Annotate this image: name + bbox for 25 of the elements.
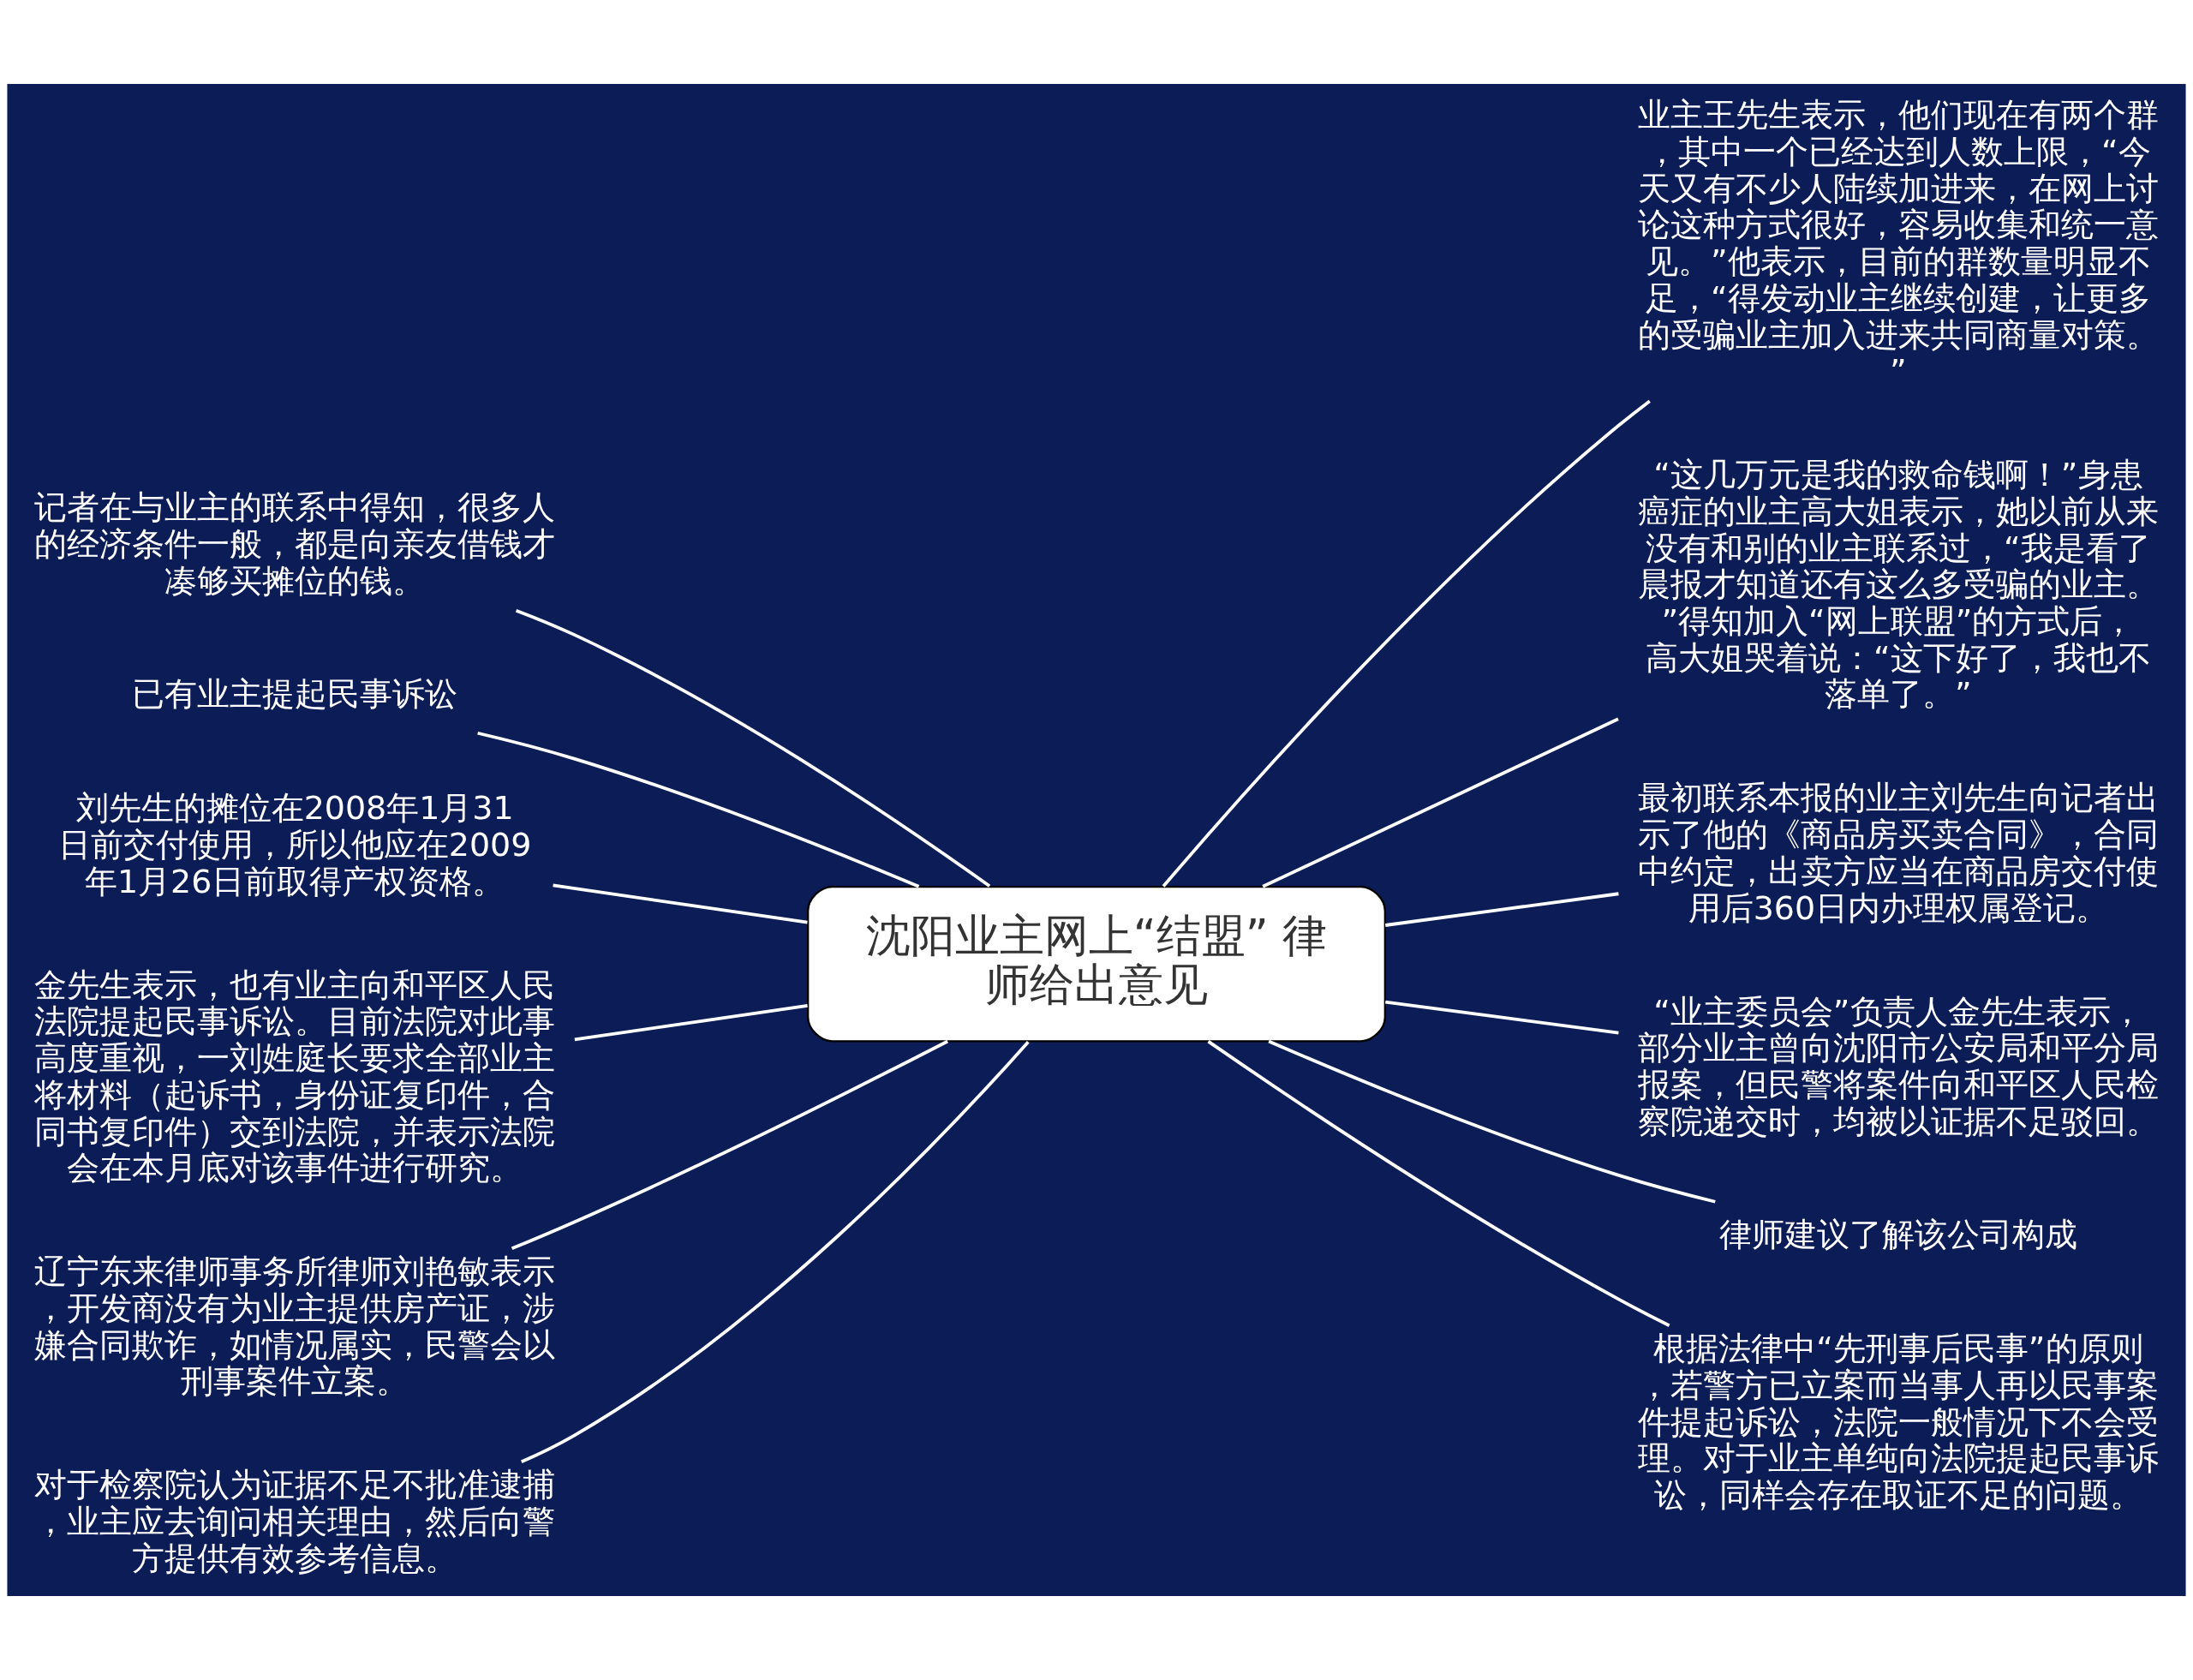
node-text: 对于检察院认为证据不足不批准逮捕，业主应去询问相关理由，然后向警方提供有效参考信息。 bbox=[34, 1466, 556, 1577]
connector bbox=[1207, 1040, 1670, 1327]
connector bbox=[1262, 717, 1619, 888]
connector bbox=[553, 883, 808, 924]
node-text: 最初联系本报的业主刘先生向记者出示了他的《商品房买卖合同》，合同中约定，出卖方应当在商品房交付使用后360日内办理权属登记。 bbox=[1637, 779, 2159, 927]
node-text: 金先生表示，也有业主向和平区人民法院提起民事诉讼。目前法院对此事高度重视，一刘姓庭长要求全部业主将材料（起诉书，身份证复印件，合同书复印件）交到法院，并表示法院会在本月底对该事件进行研究。 bbox=[34, 966, 556, 1187]
connector bbox=[1162, 399, 1651, 888]
connector bbox=[1268, 1039, 1716, 1204]
connector bbox=[1384, 892, 1619, 927]
connector bbox=[1384, 1000, 1619, 1035]
connector bbox=[521, 1040, 1030, 1463]
node-box: 沈阳业主网上“结盟” 律师给出意见 bbox=[806, 885, 1387, 1043]
node-text: 已有业主提起民事诉讼 bbox=[132, 675, 458, 714]
connector bbox=[515, 608, 991, 888]
node-text: 刘先生的摊位在2008年1月31日前交付使用，所以他应在2009年1月26日前取得产权资格。 bbox=[57, 789, 532, 900]
node-text: 律师建议了解该公司构成 bbox=[1718, 1216, 2077, 1254]
node-text: 记者在与业主的联系中得知，很多人的经济条件一般，都是向亲友借钱才凑够买摊位的钱。 bbox=[34, 488, 556, 600]
node-text: “这几万元是我的救命钱啊！”身患癌症的业主高大姐表示，她以前从来没有和别的业主联系过，“我是看了晨报才知道还有这么多受骗的业主。”得知加入“网上联盟”的方式后，高大姐哭着说：“这下好了，我也不落单了。” bbox=[1637, 456, 2159, 714]
node-text: 业主王先生表示，他们现在有两个群，其中一个已经达到人数上限，“今天又有不少人陆续加进来，在网上讨论这种方式很好，容易收集和统一意见。”他表示，目前的群数量明显不足，“得发动业主继续创建，让更多的受骗业主加入进来共同商量对策。” bbox=[1637, 96, 2159, 391]
node-text: “业主委员会”负责人金先生表示，部分业主曾向沈阳市公安局和平分局报案，但民警将案件向和平区人民检察院递交时，均被以证据不足驳回。 bbox=[1637, 992, 2159, 1140]
connector bbox=[574, 1004, 808, 1042]
connector bbox=[511, 1039, 949, 1251]
connector bbox=[477, 731, 920, 888]
node-text: 辽宁东来律师事务所律师刘艳敏表示，开发商没有为业主提供房产证，涉嫌合同欺诈，如情况属实，民警会以刑事案件立案。 bbox=[34, 1253, 556, 1401]
node-text: 根据法律中“先刑事后民事”的原则，若警方已立案而当事人再以民事案件提起诉讼，法院一般情况下不会受理。对于业主单纯向法院提起民事诉讼，同样会存在取证不足的问题。 bbox=[1637, 1330, 2159, 1515]
